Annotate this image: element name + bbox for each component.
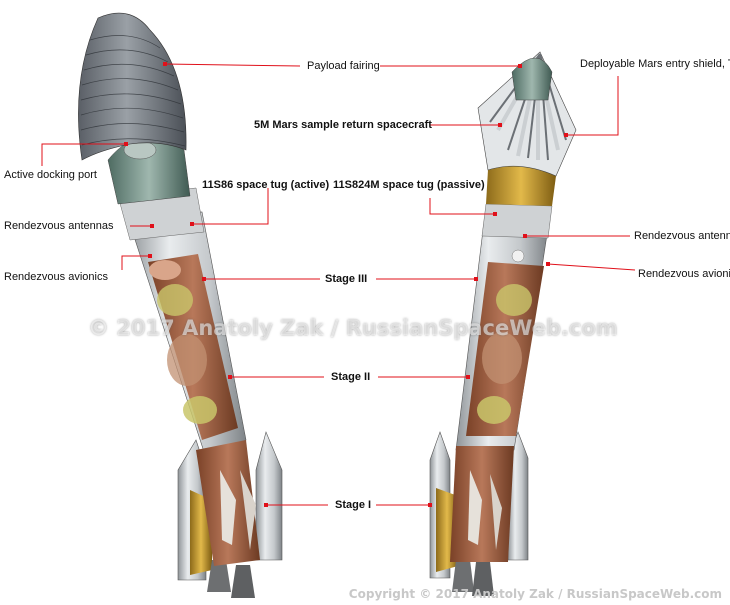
label-tug-passive: 11S824M space tug (passive) xyxy=(333,179,485,192)
watermark-text: © 2017 Anatoly Zak / RussianSpaceWeb.com xyxy=(88,316,618,340)
label-stage-2: Stage II xyxy=(331,371,370,384)
left-rocket xyxy=(78,13,282,598)
label-stage-3: Stage III xyxy=(325,273,367,286)
label-rendezvous-antennas-left: Rendezvous antennas xyxy=(4,220,113,233)
label-tug-active: 11S86 space tug (active) xyxy=(202,179,329,192)
label-rendezvous-antennas-right: Rendezvous antennas xyxy=(634,230,730,243)
label-sample-return-spacecraft: 5M Mars sample return spacecraft xyxy=(254,119,432,132)
label-entry-shield: Deployable Mars entry shield, TZU xyxy=(580,58,730,71)
label-rendezvous-avionics-left: Rendezvous avionics xyxy=(4,271,108,284)
copyright-text: Copyright © 2017 Anatoly Zak / RussianSp… xyxy=(349,587,722,601)
label-stage-1: Stage I xyxy=(335,499,371,512)
label-active-docking-port: Active docking port xyxy=(4,169,97,182)
label-rendezvous-avionics-right: Rendezvous avionics xyxy=(638,268,730,281)
label-payload-fairing: Payload fairing xyxy=(307,60,380,73)
